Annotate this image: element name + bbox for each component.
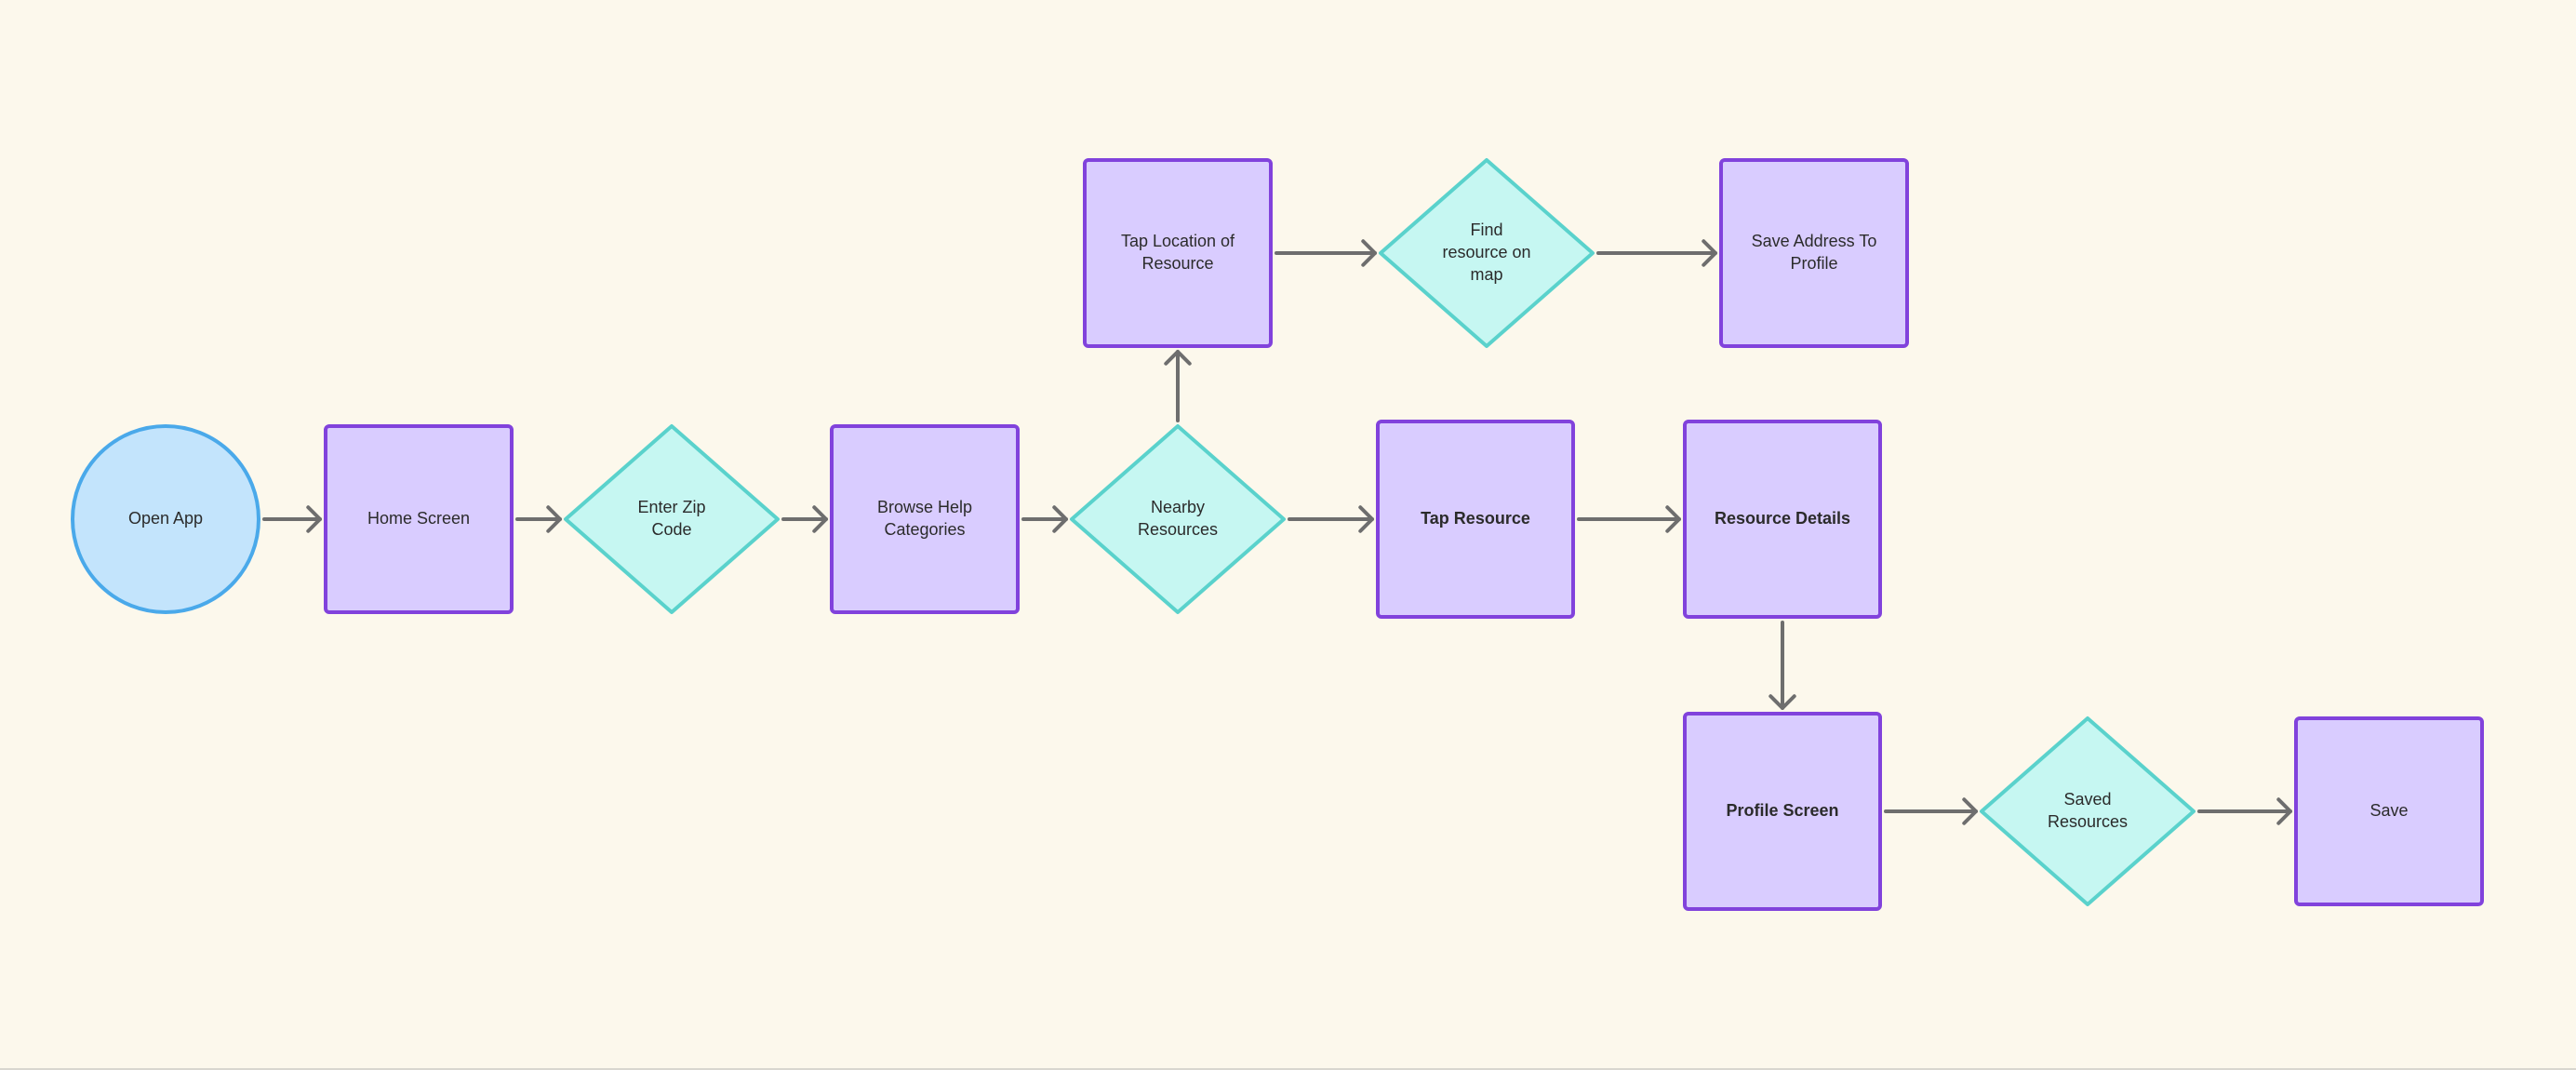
node-label: Resources xyxy=(2048,812,2128,831)
process-shape xyxy=(1376,420,1575,619)
decision-shape xyxy=(564,424,780,614)
process-shape xyxy=(324,424,514,614)
node-label: map xyxy=(1470,265,1502,284)
node-label: Save Address To xyxy=(1752,232,1877,250)
canvas-bottom-border xyxy=(0,1068,2576,1070)
node-label: Save xyxy=(2369,801,2408,820)
node-open-app: Open App xyxy=(71,424,260,614)
node-home-screen: Home Screen xyxy=(324,424,514,614)
process-shape xyxy=(1719,158,1909,348)
edge-find-resource-on-map-to-save-address-to-profile xyxy=(1596,239,1717,267)
node-label: Resource xyxy=(1141,254,1213,273)
node-save: Save xyxy=(2294,716,2484,906)
edge-nearby-resources-to-tap-location-of-resource xyxy=(1164,350,1192,422)
node-label: Saved xyxy=(2063,790,2111,809)
edge-open-app-to-home-screen xyxy=(262,505,322,533)
edge-saved-resources-to-save xyxy=(2197,797,2292,825)
node-label: Open App xyxy=(128,509,203,528)
edge-resource-details-to-profile-screen xyxy=(1768,621,1796,710)
arrowhead-icon xyxy=(812,505,828,533)
edge-enter-zip-code-to-browse-help-categories xyxy=(781,505,828,533)
node-label: Tap Resource xyxy=(1421,509,1530,528)
node-label: Tap Location of xyxy=(1121,232,1235,250)
edge-tap-resource-to-resource-details xyxy=(1577,505,1681,533)
terminal-shape xyxy=(71,424,260,614)
node-label: Profile xyxy=(1790,254,1837,273)
node-find-resource-on-map: Find resource on map xyxy=(1379,158,1595,348)
edge-nearby-resources-to-tap-resource xyxy=(1288,505,1374,533)
node-tap-location-of-resource: Tap Location of Resource xyxy=(1083,158,1273,348)
edge-home-screen-to-enter-zip-code xyxy=(515,505,562,533)
node-label: Home Screen xyxy=(367,509,470,528)
process-shape xyxy=(1083,158,1273,348)
node-label: Find xyxy=(1470,221,1502,239)
arrowhead-icon xyxy=(1665,505,1681,533)
edge-browse-help-categories-to-nearby-resources xyxy=(1021,505,1068,533)
node-resource-details: Resource Details xyxy=(1683,420,1882,619)
node-save-address-to-profile: Save Address To Profile xyxy=(1719,158,1909,348)
decision-shape xyxy=(1980,716,2196,906)
node-label: Categories xyxy=(884,520,965,539)
node-label: Resources xyxy=(1138,520,1218,539)
arrowhead-icon xyxy=(546,505,562,533)
node-label: Browse Help xyxy=(877,498,972,516)
edges-layer xyxy=(262,239,2292,825)
process-shape xyxy=(2294,716,2484,906)
node-tap-resource: Tap Resource xyxy=(1376,420,1575,619)
edge-profile-screen-to-saved-resources xyxy=(1884,797,1978,825)
arrowhead-icon xyxy=(1164,350,1192,366)
decision-shape xyxy=(1379,158,1595,348)
node-label: Enter Zip xyxy=(637,498,705,516)
arrowhead-icon xyxy=(1358,505,1374,533)
process-shape xyxy=(830,424,1020,614)
node-label: Resource Details xyxy=(1715,509,1850,528)
node-label: Code xyxy=(651,520,691,539)
arrowhead-icon xyxy=(1361,239,1377,267)
process-shape xyxy=(1683,712,1882,911)
arrowhead-icon xyxy=(1052,505,1068,533)
arrowhead-icon xyxy=(1962,797,1978,825)
arrowhead-icon xyxy=(2276,797,2292,825)
edge-tap-location-of-resource-to-find-resource-on-map xyxy=(1275,239,1377,267)
arrowhead-icon xyxy=(1702,239,1717,267)
node-label: Profile Screen xyxy=(1726,801,1838,820)
arrowhead-icon xyxy=(306,505,322,533)
arrowhead-icon xyxy=(1768,694,1796,710)
node-profile-screen: Profile Screen xyxy=(1683,712,1882,911)
node-label: resource on xyxy=(1442,243,1530,261)
decision-shape xyxy=(1070,424,1286,614)
node-label: Nearby xyxy=(1151,498,1205,516)
process-shape xyxy=(1683,420,1882,619)
